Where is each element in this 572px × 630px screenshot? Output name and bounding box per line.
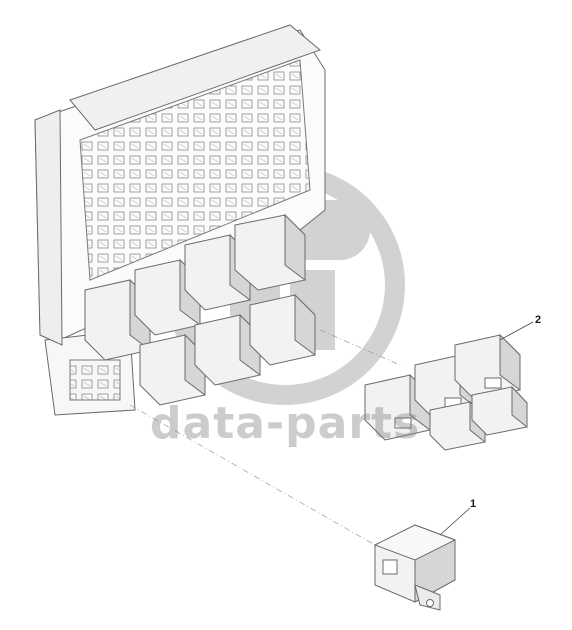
mounting-hole (426, 599, 434, 607)
relay-item-1 (373, 524, 457, 611)
callout-item-1: 1 (470, 498, 477, 510)
explode-lines (129, 329, 401, 546)
mounted-relays (84, 213, 316, 406)
relay-group-item-2 (364, 333, 528, 451)
callout-item-2: 2 (535, 314, 542, 326)
watermark-text: data-parts (150, 398, 421, 449)
fuse-field (79, 59, 311, 281)
mounted-relay (234, 213, 306, 291)
mounted-relay (249, 293, 316, 366)
leader-line-2 (499, 321, 534, 341)
leader-line-1 (439, 507, 471, 536)
box-top-ridge (69, 24, 321, 131)
relay (471, 385, 528, 436)
box-side-flange (34, 109, 63, 346)
relay (454, 333, 521, 401)
